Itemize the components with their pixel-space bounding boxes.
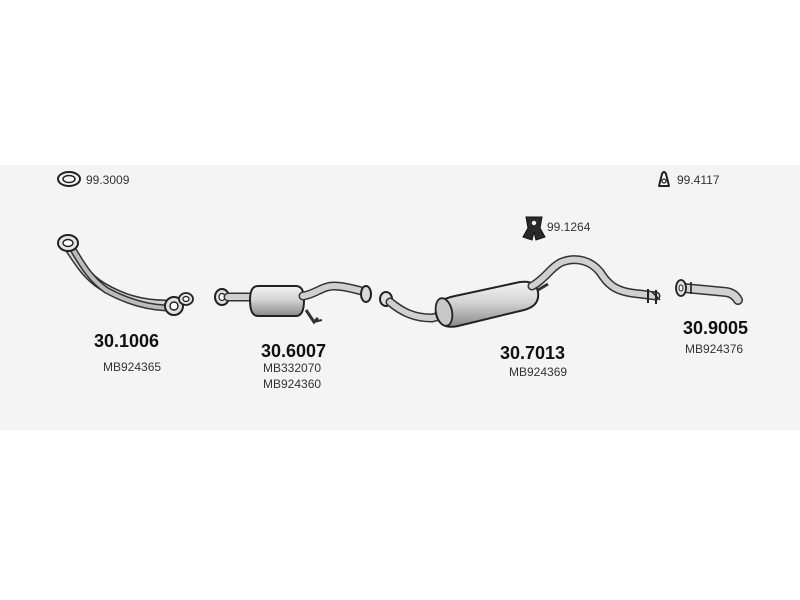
accessory-code-bracket: 99.1264	[547, 220, 591, 234]
rear-silencer-part	[379, 255, 661, 328]
part-number: 30.7013	[500, 343, 566, 363]
rubber-hanger-icon	[658, 171, 670, 187]
part-number: 30.1006	[94, 331, 160, 351]
accessory-code-gasket: 99.3009	[86, 173, 130, 187]
oem-number: MB924360	[263, 377, 322, 391]
oem-number: MB924365	[103, 360, 162, 374]
accessory-code-hanger: 99.4117	[677, 173, 720, 187]
mounting-bracket-icon	[522, 216, 546, 241]
part-number: 30.9005	[683, 318, 749, 338]
front-pipe-part	[57, 234, 194, 316]
part-number: 30.6007	[261, 341, 327, 361]
gasket-ring-icon	[57, 171, 81, 187]
oem-number: MB332070	[263, 361, 322, 375]
oem-number: MB924376	[685, 342, 744, 356]
oem-number: MB924369	[509, 365, 568, 379]
front-silencer-part	[214, 281, 372, 325]
tail-pipe-part	[675, 279, 743, 305]
